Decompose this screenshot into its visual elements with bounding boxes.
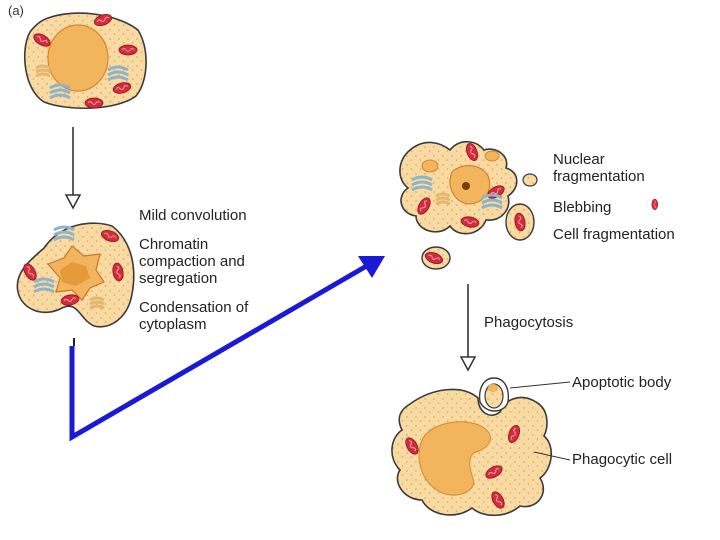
- label-cell-fragmentation: Cell fragmentation: [553, 226, 675, 243]
- label-condensation-cytoplasm: Condensation of cytoplasm: [139, 299, 249, 333]
- label-nuclear-fragmentation: Nuclear fragmentation: [553, 151, 645, 185]
- normal-cell: [24, 11, 147, 110]
- blue-arrow: [69, 256, 385, 442]
- label-chromatin-compaction: Chromatin compaction and segregation: [139, 236, 245, 287]
- apoptotic-body-leader: [509, 381, 571, 389]
- phagocytic-nucleus: [418, 421, 491, 496]
- panel-label: (a): [8, 3, 24, 18]
- down-arrow-2: [459, 284, 477, 372]
- normal-nucleus: [47, 24, 109, 92]
- down-arrow-1: [64, 127, 82, 210]
- label-phagocytosis: Phagocytosis: [484, 314, 574, 331]
- label-phagocytic-cell: Phagocytic cell: [572, 451, 673, 468]
- convoluted-cell: [16, 222, 135, 328]
- fragmenting-cell: [399, 140, 538, 270]
- label-apoptotic-body: Apoptotic body: [572, 374, 672, 391]
- label-blebbing: Blebbing: [553, 199, 612, 216]
- phagocytic-cell-leader: [533, 451, 571, 461]
- phagocytic-cell: [391, 198, 659, 517]
- label-mild-convolution: Mild convolution: [139, 207, 247, 224]
